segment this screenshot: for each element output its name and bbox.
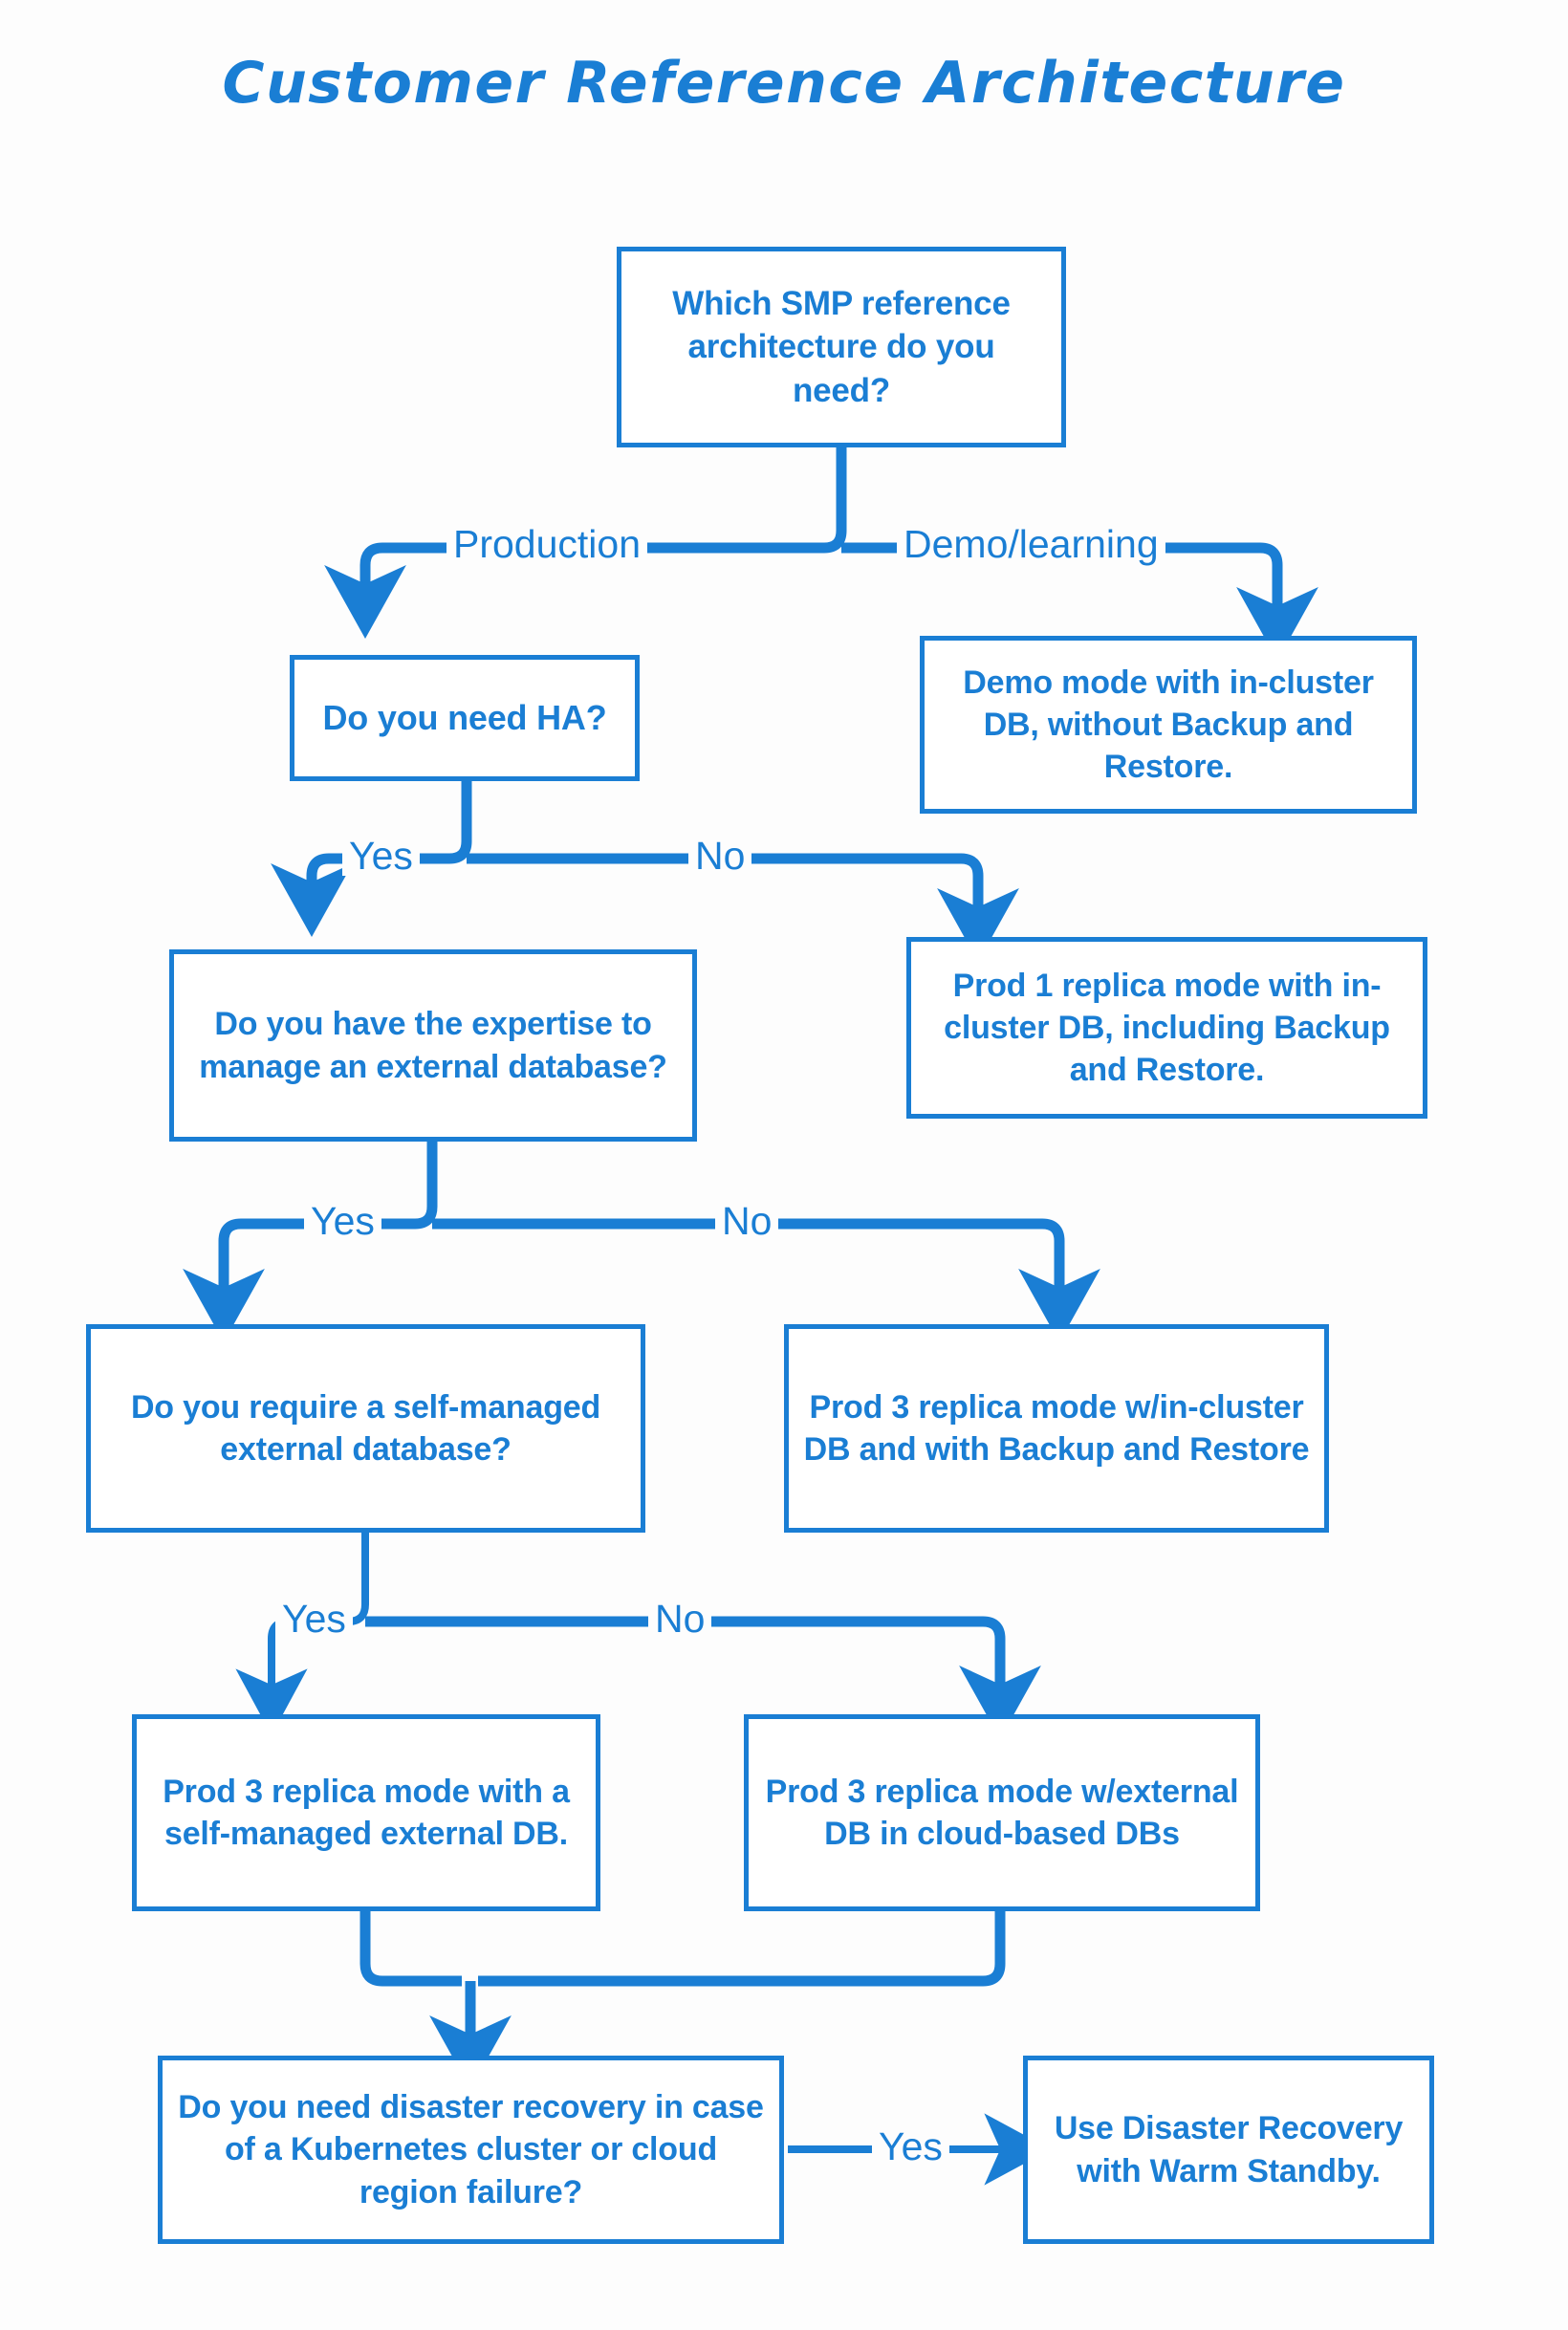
- node-prod1-replica[interactable]: Prod 1 replica mode with in-cluster DB, …: [906, 937, 1427, 1119]
- node-warm-standby[interactable]: Use Disaster Recovery with Warm Standby.: [1023, 2056, 1434, 2244]
- node-prod3-incluster-label: Prod 3 replica mode w/in-cluster DB and …: [803, 1388, 1310, 1468]
- node-need-ha-label: Do you need HA?: [322, 697, 607, 737]
- edge-ha-no: [467, 853, 1019, 962]
- edge-production: [324, 446, 847, 639]
- edge-label-selfmgd-no: No: [648, 1600, 712, 1639]
- edge-label-ha-yes: Yes: [342, 837, 420, 876]
- node-prod3-self-managed-label: Prod 3 replica mode with a self-managed …: [163, 1773, 570, 1852]
- edge-label-expertise-no: No: [715, 1202, 779, 1241]
- node-demo-mode-label: Demo mode with in-cluster DB, without Ba…: [963, 664, 1374, 786]
- node-require-self-managed-db[interactable]: Do you require a self-managed external d…: [86, 1324, 645, 1533]
- node-prod3-cloud-db[interactable]: Prod 3 replica mode w/external DB in clo…: [744, 1714, 1260, 1911]
- edge-selfmgd-no: [365, 1616, 1041, 1739]
- node-which-architecture-label: Which SMP reference architecture do you …: [672, 284, 1011, 409]
- node-prod3-self-managed[interactable]: Prod 3 replica mode with a self-managed …: [132, 1714, 600, 1911]
- edge-label-production: Production: [446, 525, 648, 564]
- node-external-db-expertise-label: Do you have the expertise to manage an e…: [199, 1006, 667, 1085]
- edge-label-ha-no: No: [688, 837, 752, 876]
- node-need-ha[interactable]: Do you need HA?: [290, 655, 640, 781]
- page-title: Customer Reference Architecture: [222, 50, 1346, 117]
- node-need-disaster-recovery-label: Do you need disaster recovery in case of…: [178, 2089, 764, 2210]
- edge-demo-learning: [841, 542, 1318, 661]
- edge-prod3self-merge: [359, 1911, 462, 1987]
- node-warm-standby-label: Use Disaster Recovery with Warm Standby.: [1054, 2110, 1404, 2189]
- edge-label-expertise-yes: Yes: [304, 1202, 381, 1241]
- node-which-architecture[interactable]: Which SMP reference architecture do you …: [617, 247, 1066, 447]
- node-demo-mode[interactable]: Demo mode with in-cluster DB, without Ba…: [920, 636, 1417, 814]
- edge-prod3cloud-merge: [478, 1911, 1006, 1987]
- node-need-disaster-recovery[interactable]: Do you need disaster recovery in case of…: [158, 2056, 784, 2244]
- node-external-db-expertise[interactable]: Do you have the expertise to manage an e…: [169, 949, 697, 1142]
- node-require-self-managed-db-label: Do you require a self-managed external d…: [130, 1388, 601, 1468]
- edge-label-demo-learning: Demo/learning: [897, 525, 1165, 564]
- node-prod1-replica-label: Prod 1 replica mode with in-cluster DB, …: [944, 967, 1390, 1089]
- edge-label-selfmgd-yes: Yes: [275, 1600, 353, 1639]
- node-prod3-cloud-db-label: Prod 3 replica mode w/external DB in clo…: [765, 1773, 1239, 1852]
- edge-label-dr-yes: Yes: [872, 2127, 949, 2167]
- node-prod3-incluster[interactable]: Prod 3 replica mode w/in-cluster DB and …: [784, 1324, 1329, 1533]
- edge-expertise-no: [432, 1218, 1100, 1342]
